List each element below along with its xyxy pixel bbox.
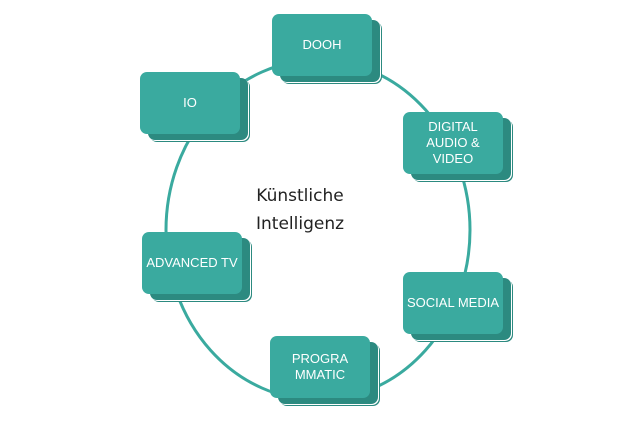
node-digital-audio-video-label: DIGITAL AUDIO & VIDEO — [426, 119, 480, 166]
node-digital-audio-video: DIGITAL AUDIO & VIDEO — [403, 112, 503, 174]
node-social-media: SOCIAL MEDIA — [403, 272, 503, 334]
node-io-label: IO — [183, 95, 197, 110]
center-title: Künstliche Intelligenz — [230, 182, 370, 238]
node-advanced-tv-label: ADVANCED TV — [146, 255, 238, 270]
node-io: IO — [140, 72, 240, 134]
node-programmatic-label: PROGRA MMATIC — [291, 351, 349, 382]
node-dooh: DOOH — [272, 14, 372, 76]
node-social-media-label: SOCIAL MEDIA — [407, 295, 499, 310]
node-advanced-tv: ADVANCED TV — [142, 232, 242, 294]
node-dooh-label: DOOH — [302, 37, 342, 52]
center-title-line2: Intelligenz — [255, 214, 345, 234]
center-title-line1: Künstliche — [256, 186, 344, 206]
node-programmatic: PROGRA MMATIC — [270, 336, 370, 398]
